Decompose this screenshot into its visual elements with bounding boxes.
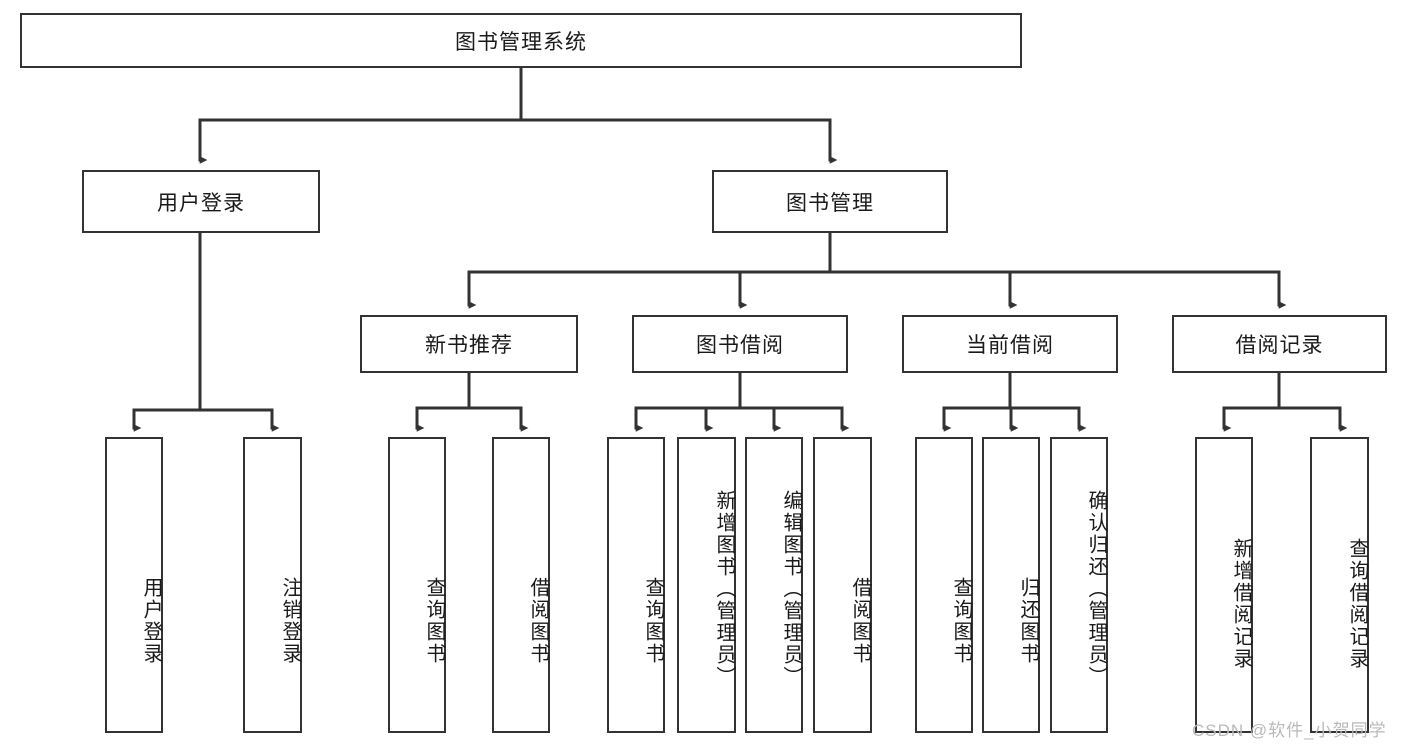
node-leaf-add-borrow-record-label: 新增借阅记录 bbox=[1230, 538, 1252, 670]
node-book-borrow-label: 图书借阅 bbox=[696, 334, 784, 357]
node-user-login-label: 用户登录 bbox=[157, 191, 245, 215]
node-borrow-record-label: 借阅记录 bbox=[1235, 334, 1324, 357]
node-user-login[interactable]: 用户登录 bbox=[82, 170, 320, 233]
node-leaf-return-book[interactable]: 归还图书 bbox=[982, 437, 1040, 733]
node-new-book-recommend-label: 新书推荐 bbox=[425, 334, 513, 357]
node-book-borrow[interactable]: 图书借阅 bbox=[632, 315, 848, 373]
node-leaf-edit-book[interactable]: 编辑图书（管理员） bbox=[745, 437, 803, 733]
node-root-label: 图书管理系统 bbox=[455, 30, 587, 54]
node-leaf-logout-login-label: 注销登录 bbox=[279, 577, 301, 665]
node-leaf-query-book-3[interactable]: 查询图书 bbox=[915, 437, 973, 733]
node-leaf-borrow-book-2[interactable]: 借阅图书 bbox=[813, 437, 872, 733]
node-book-management[interactable]: 图书管理 bbox=[712, 170, 948, 233]
node-leaf-borrow-book-2-label: 借阅图书 bbox=[849, 577, 871, 665]
node-leaf-query-book-3-label: 查询图书 bbox=[950, 577, 972, 665]
node-leaf-confirm-return-label: 确认归还（管理员） bbox=[1085, 490, 1107, 688]
node-leaf-add-borrow-record[interactable]: 新增借阅记录 bbox=[1195, 437, 1253, 733]
node-leaf-edit-book-label: 编辑图书（管理员） bbox=[780, 490, 802, 688]
node-leaf-query-book-1-label: 查询图书 bbox=[423, 577, 445, 665]
node-new-book-recommend[interactable]: 新书推荐 bbox=[360, 315, 578, 373]
node-leaf-query-book-2[interactable]: 查询图书 bbox=[607, 437, 665, 733]
node-leaf-borrow-book-1-label: 借阅图书 bbox=[527, 577, 549, 665]
node-leaf-query-borrow-record[interactable]: 查询借阅记录 bbox=[1310, 437, 1369, 733]
node-leaf-user-login[interactable]: 用户登录 bbox=[105, 437, 163, 733]
node-leaf-query-book-1[interactable]: 查询图书 bbox=[388, 437, 446, 733]
node-current-borrow[interactable]: 当前借阅 bbox=[902, 315, 1118, 373]
node-leaf-return-book-label: 归还图书 bbox=[1017, 577, 1039, 665]
node-leaf-query-book-2-label: 查询图书 bbox=[642, 577, 664, 665]
node-root[interactable]: 图书管理系统 bbox=[20, 13, 1022, 68]
node-leaf-confirm-return[interactable]: 确认归还（管理员） bbox=[1050, 437, 1108, 733]
node-leaf-add-book-label: 新增图书（管理员） bbox=[713, 490, 735, 688]
node-current-borrow-label: 当前借阅 bbox=[966, 334, 1054, 357]
node-leaf-borrow-book-1[interactable]: 借阅图书 bbox=[492, 437, 550, 733]
node-leaf-logout-login[interactable]: 注销登录 bbox=[243, 437, 302, 733]
node-book-management-label: 图书管理 bbox=[786, 191, 874, 215]
node-leaf-user-login-label: 用户登录 bbox=[140, 577, 162, 665]
node-leaf-add-book[interactable]: 新增图书（管理员） bbox=[677, 437, 736, 733]
csdn-watermark: CSDN @软件_小贺同学 bbox=[1192, 721, 1387, 740]
node-borrow-record[interactable]: 借阅记录 bbox=[1172, 315, 1387, 373]
node-leaf-query-borrow-record-label: 查询借阅记录 bbox=[1346, 538, 1368, 670]
